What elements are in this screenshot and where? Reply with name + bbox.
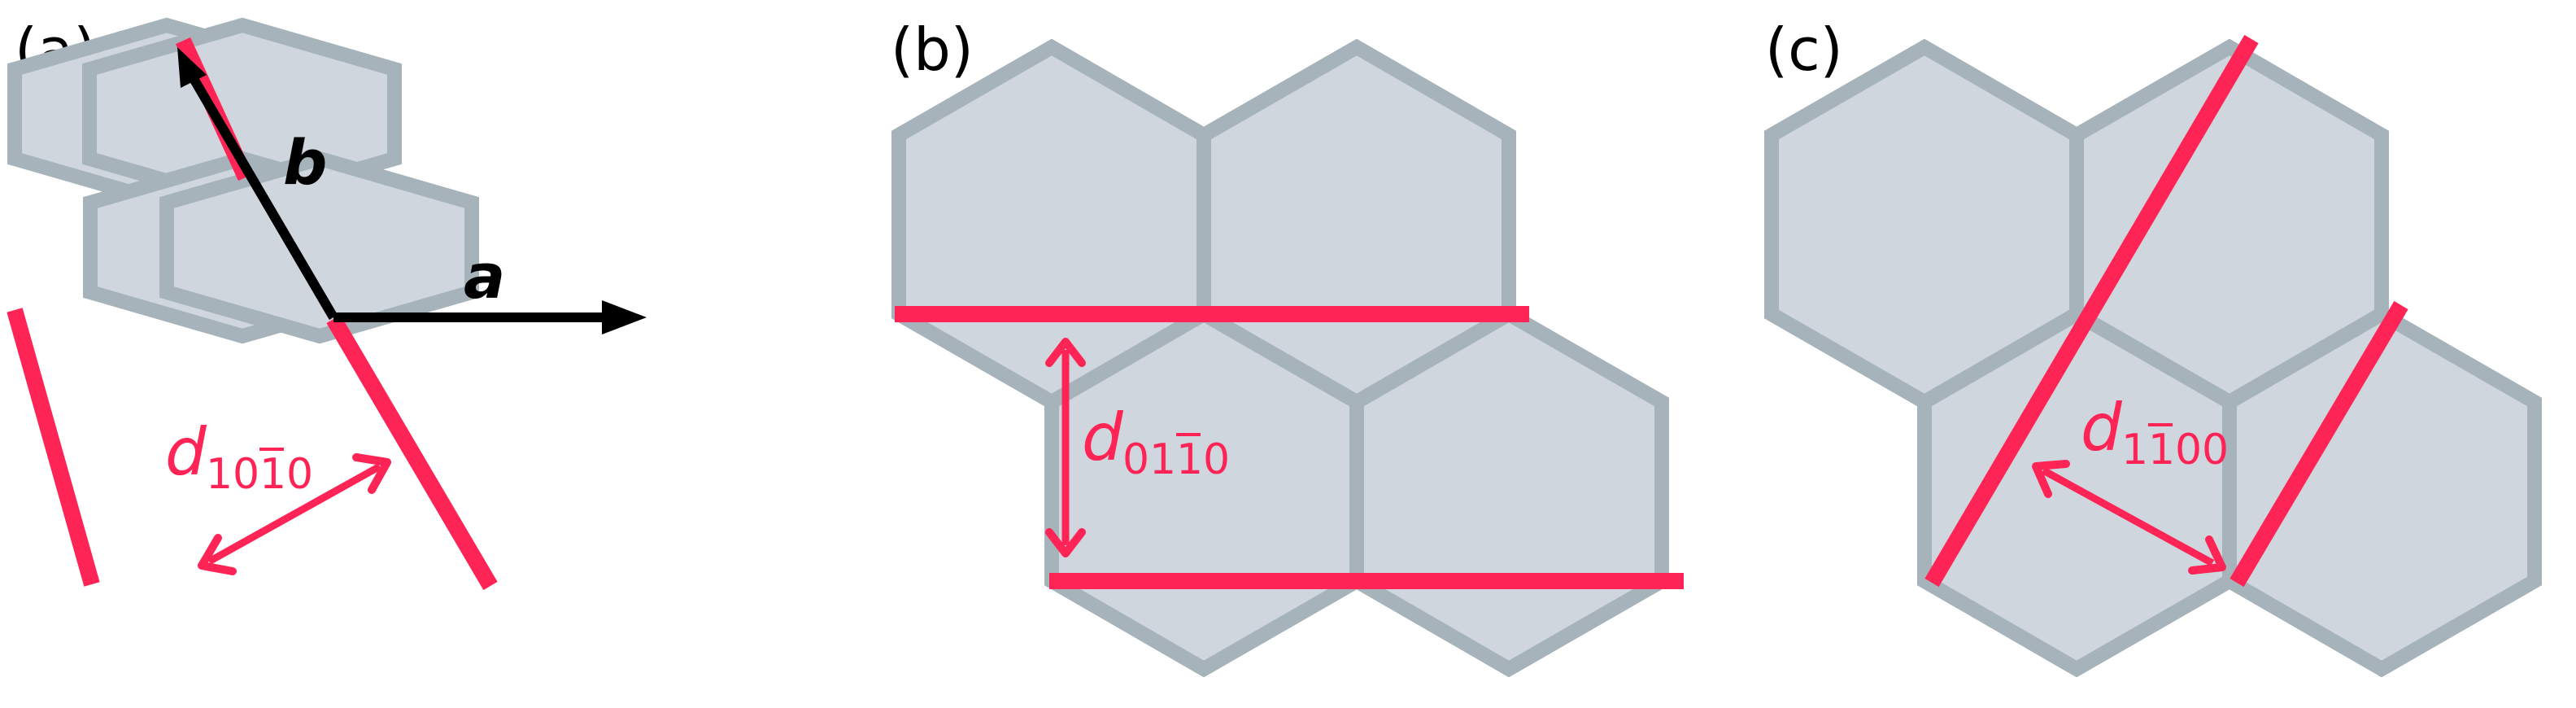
plane-line bbox=[7, 308, 100, 587]
spacing-index-digit: 1 bbox=[1149, 435, 1176, 484]
spacing-index-digit: 0 bbox=[2175, 426, 2202, 474]
spacing-arrow-a bbox=[198, 453, 391, 575]
arrow-icon bbox=[1045, 528, 1086, 557]
hexagon bbox=[1044, 305, 1364, 678]
panel-a-hexagons bbox=[7, 17, 479, 344]
panel-a: (a) b a d 1 0 1 bbox=[7, 15, 647, 591]
spacing-index-digit: 0 bbox=[1203, 435, 1230, 484]
arrow-icon bbox=[207, 463, 382, 565]
arrow-icon bbox=[2041, 467, 2215, 566]
spacing-index-digit: 0 bbox=[1122, 435, 1149, 484]
vector-a-label: a bbox=[464, 240, 505, 312]
arrow-icon bbox=[2188, 535, 2226, 575]
arrow-icon bbox=[1045, 338, 1086, 367]
arrow-icon bbox=[352, 453, 391, 494]
spacing-label-c: d 1 1 0 0 bbox=[2081, 390, 2229, 474]
spacing-label-b: d 0 1 1 0 bbox=[1082, 400, 1230, 484]
spacing-index-digit: 0 bbox=[233, 450, 259, 499]
arrow-icon bbox=[198, 534, 237, 575]
arrow-icon bbox=[602, 300, 647, 334]
spacing-arrow-c bbox=[2032, 460, 2226, 575]
spacing-index-digit: 1 bbox=[259, 450, 286, 499]
lattice-vector-a bbox=[333, 300, 647, 334]
lattice-vector-b bbox=[177, 47, 338, 321]
arrow-icon bbox=[177, 47, 207, 88]
vector-b-label: b bbox=[283, 126, 327, 199]
spacing-symbol: d bbox=[1082, 400, 1124, 475]
panel-b-label: (b) bbox=[891, 15, 974, 84]
hexagon bbox=[159, 151, 479, 344]
spacing-index-digit: 1 bbox=[2148, 426, 2175, 474]
panel-c: (c) d 1 1 0 0 bbox=[1764, 15, 2542, 678]
spacing-index-digit: 1 bbox=[2121, 426, 2148, 474]
spacing-arrow-b bbox=[1045, 338, 1086, 557]
panel-c-hexagons bbox=[1764, 38, 2542, 678]
spacing-symbol: d bbox=[2081, 390, 2123, 465]
spacing-label-a: d 1 0 1 0 bbox=[165, 414, 313, 499]
arrow-icon bbox=[2032, 460, 2070, 498]
panel-b: (b) d 0 1 1 0 bbox=[891, 15, 1684, 678]
hexagon bbox=[2222, 305, 2542, 678]
spacing-index-digit: 0 bbox=[2202, 426, 2229, 474]
panel-c-label: (c) bbox=[1765, 15, 1843, 84]
plane-line bbox=[326, 314, 498, 591]
spacing-index-digit: 0 bbox=[286, 450, 313, 499]
spacing-symbol: d bbox=[165, 414, 207, 490]
plane-line bbox=[1924, 34, 2259, 588]
plane-line bbox=[2229, 300, 2408, 588]
spacing-index-digit: 1 bbox=[1176, 435, 1203, 484]
spacing-index-digit: 1 bbox=[206, 450, 233, 499]
arrow-icon bbox=[185, 68, 338, 321]
hexagon bbox=[1349, 305, 1669, 678]
